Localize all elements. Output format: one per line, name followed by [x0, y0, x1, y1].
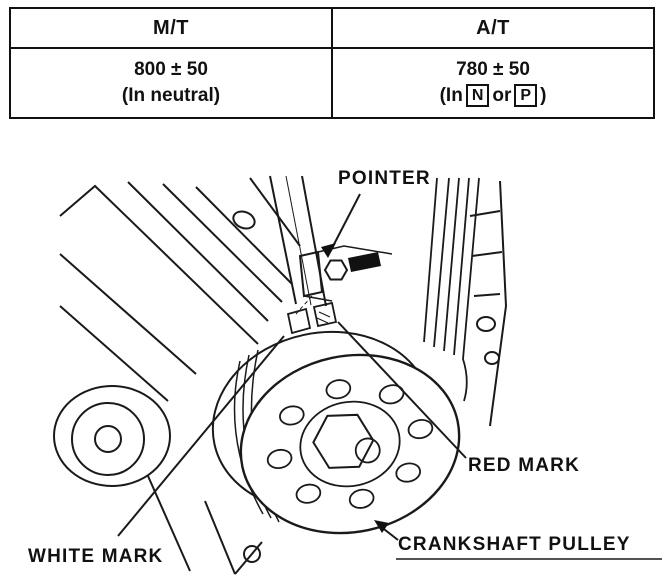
- crankshaft-pulley-diagram: POINTER WHITE MARK RED MARK CRANKSHAFT P…: [28, 168, 662, 575]
- neutral-box: N: [465, 84, 490, 107]
- mt-cell: 800 ± 50 (In neutral): [9, 47, 333, 119]
- at-rpm-value: 780 ± 50: [456, 59, 530, 80]
- leader-lines: [117, 193, 662, 560]
- at-note-or: or: [492, 85, 512, 106]
- at-note-pre: (In: [439, 85, 463, 106]
- pulley-arrowhead: [374, 520, 389, 533]
- mt-rpm-value: 800 ± 50: [134, 59, 208, 80]
- idle-speed-table: M/T A/T 800 ± 50 (In neutral) 780 ± 50 (…: [9, 7, 655, 119]
- red-mark: [312, 301, 338, 328]
- park-box: P: [514, 84, 538, 107]
- crankshaft-pulley-label: CRANKSHAFT PULLEY: [398, 534, 631, 555]
- mt-header: M/T: [9, 7, 333, 49]
- pointer-arrowhead: [321, 243, 336, 258]
- at-note-post: ): [540, 85, 547, 106]
- pointer-bolt: [348, 252, 381, 272]
- white-mark-leader: [117, 335, 285, 537]
- table-header-row: M/T A/T: [9, 7, 655, 49]
- at-header: A/T: [331, 7, 655, 49]
- timing-marks: [286, 301, 338, 335]
- red-mark-leader: [337, 321, 467, 459]
- ribbed-belt: [423, 177, 480, 402]
- engine-block-lines: [59, 177, 301, 402]
- mt-condition-note: (In neutral): [121, 85, 221, 106]
- red-mark-label: RED MARK: [468, 455, 580, 476]
- white-mark: [286, 307, 312, 335]
- engine-right-edge: [469, 180, 508, 427]
- pointer-leader: [329, 193, 361, 253]
- pointer-label: POINTER: [338, 168, 431, 189]
- white-mark-label: WHITE MARK: [28, 546, 163, 567]
- drive-belt: [269, 175, 327, 307]
- crankshaft-pulley: [211, 330, 461, 535]
